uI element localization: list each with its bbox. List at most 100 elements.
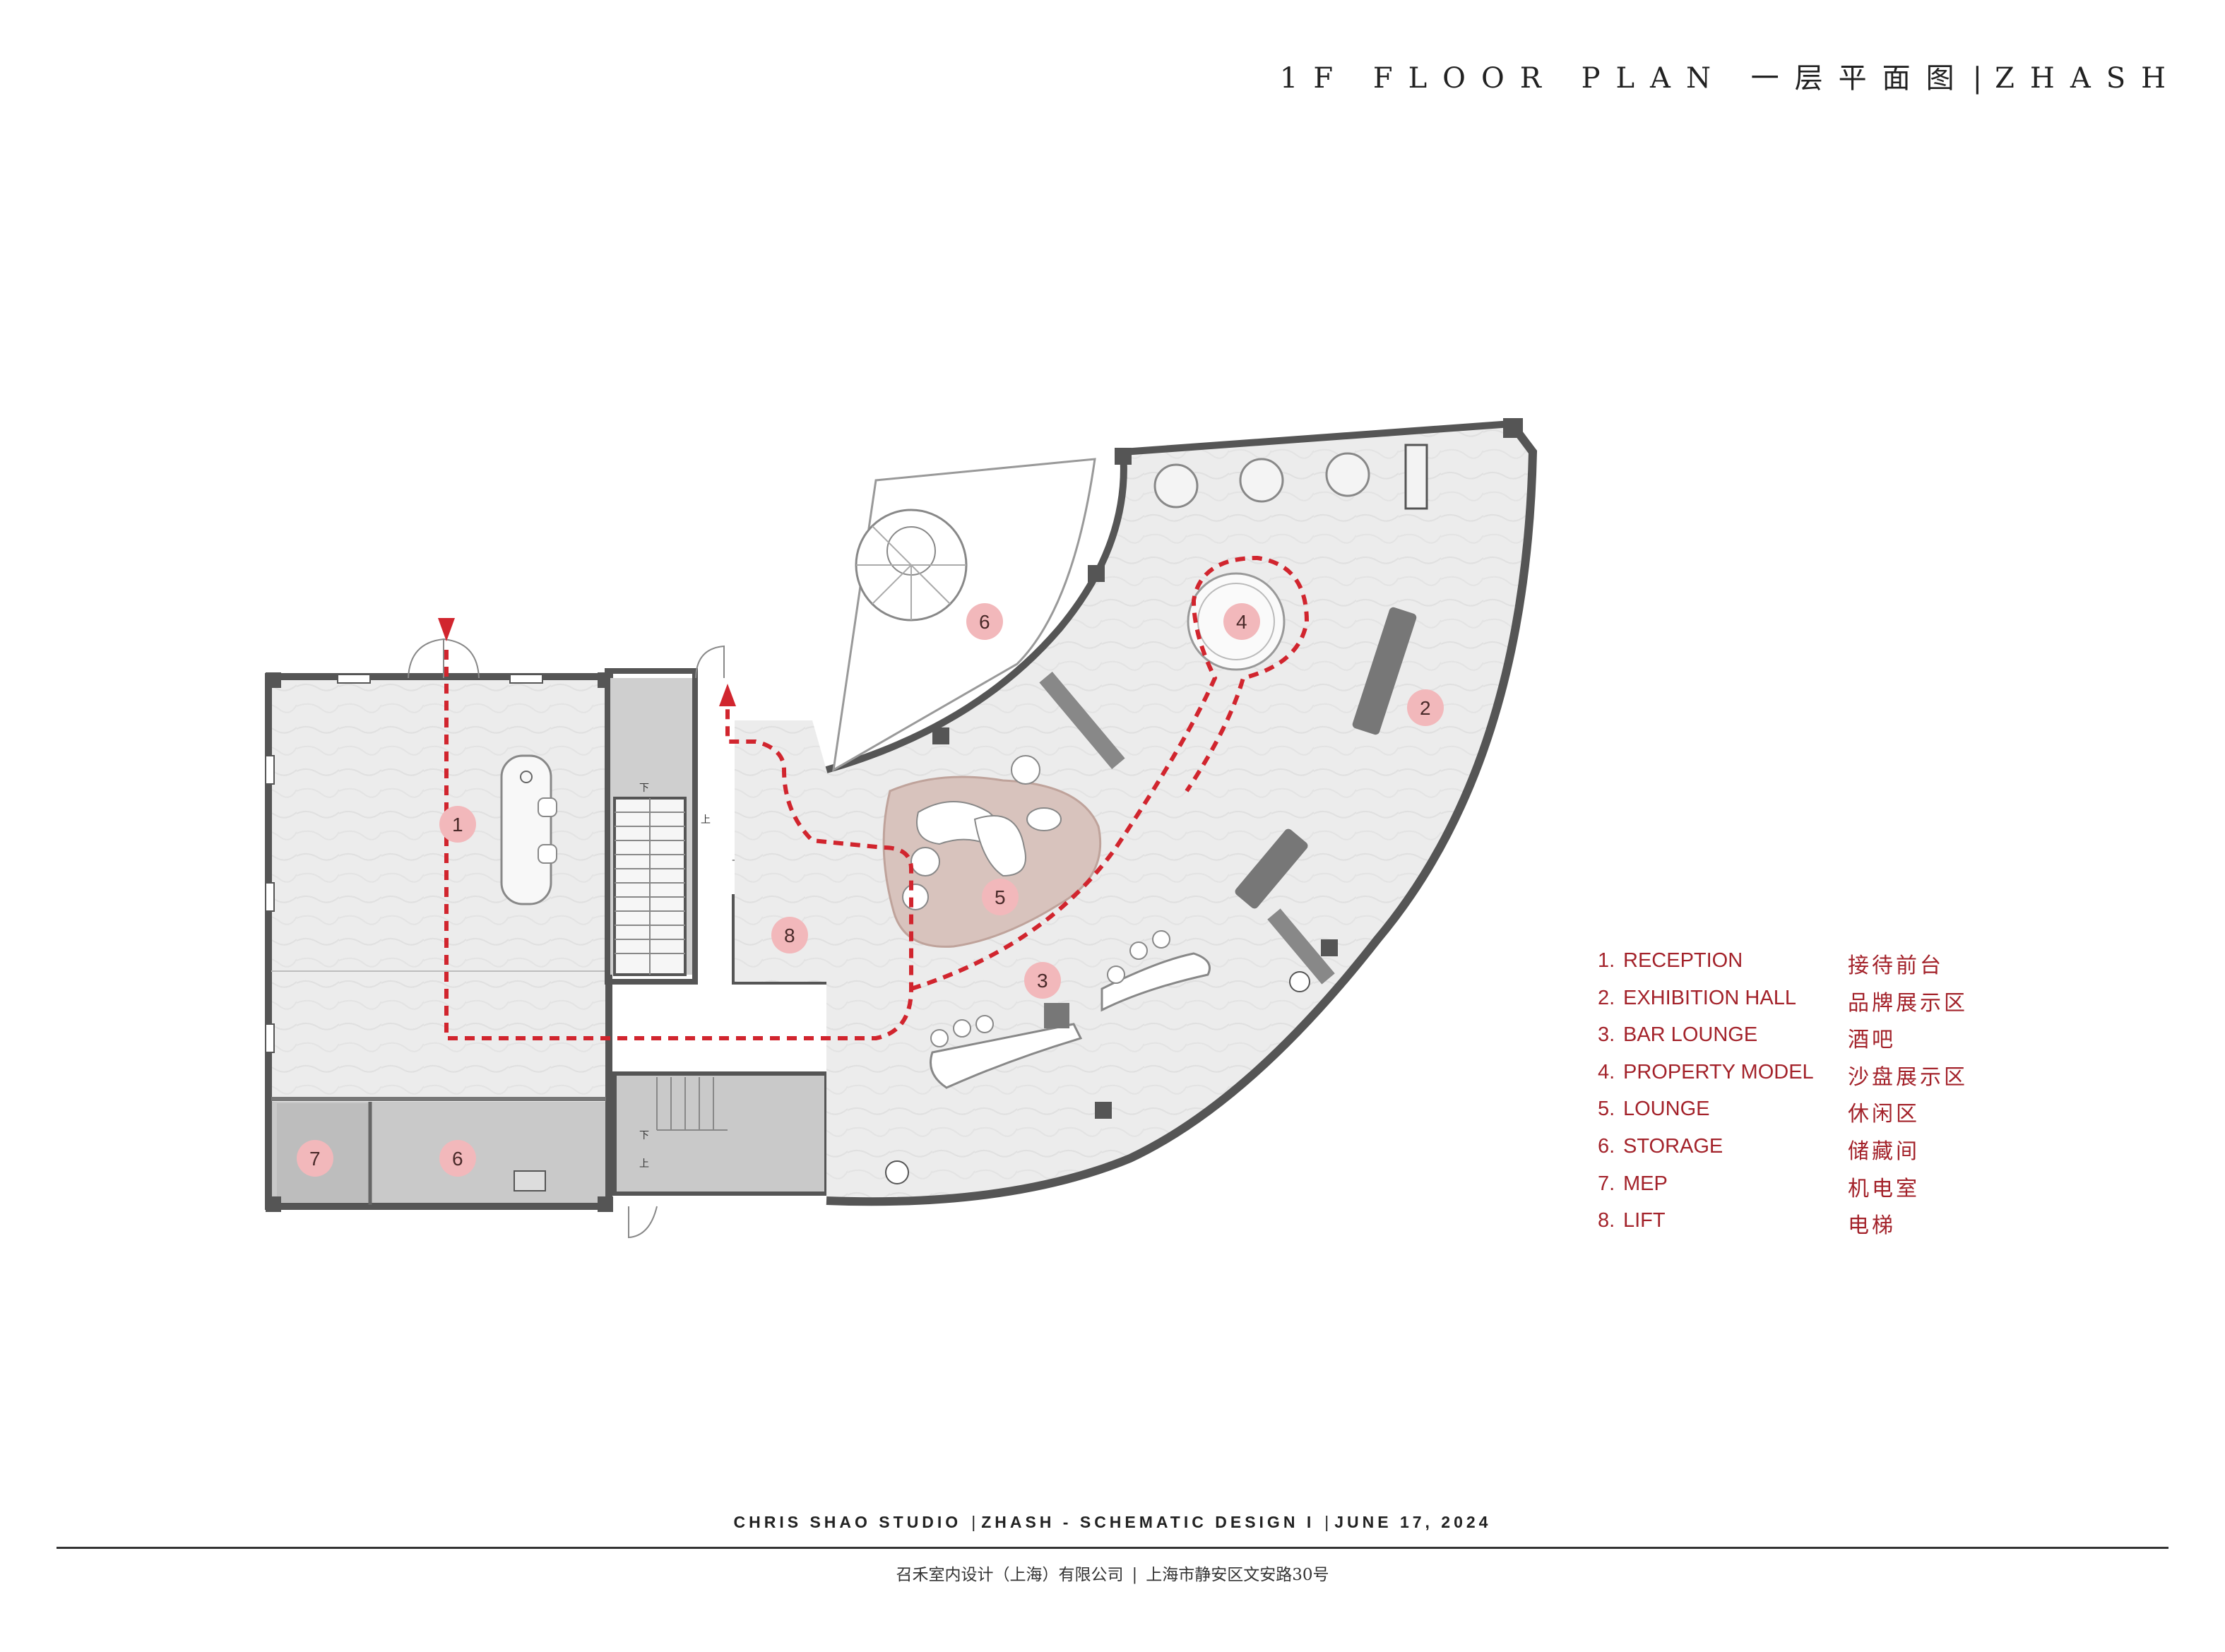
legend-en: STORAGE: [1623, 1134, 1723, 1158]
legend-en: MEP: [1623, 1172, 1668, 1195]
bar-stool: [953, 1019, 971, 1038]
plant: [1289, 971, 1310, 992]
room-marker: [1024, 962, 1061, 999]
footer-date: JUNE 17, 2024: [1334, 1513, 1492, 1531]
bar-stool: [1107, 965, 1125, 984]
legend-zh: 储藏间: [1848, 1139, 1920, 1163]
room-marker-label: 6: [979, 611, 990, 633]
footer-divider: [57, 1547, 2168, 1549]
route-line: [910, 555, 1310, 991]
legend-zh: 电梯: [1848, 1214, 1896, 1238]
legend-item: 4.PROPERTY MODEL 沙盘展示区: [1598, 1061, 1993, 1098]
room-marker: [439, 806, 476, 843]
sheet-title-zh: 一层平面图: [1750, 62, 1970, 95]
side-door: [628, 1206, 658, 1239]
legend-num: 2.: [1598, 986, 1615, 1009]
legend-zh: 休闲区: [1848, 1103, 1920, 1127]
round-table: [1325, 452, 1370, 497]
armchair: [1011, 755, 1040, 785]
window: [337, 674, 371, 684]
hall-inner-wall: [825, 451, 1127, 773]
column: [598, 1196, 613, 1212]
room-marker: [1407, 689, 1444, 726]
stair-1-treads: [615, 798, 685, 975]
room-marker: [771, 917, 808, 953]
window: [265, 882, 275, 912]
legend-zh: 接待前台: [1848, 954, 1944, 977]
footer-studio: CHRIS SHAO STUDIO: [733, 1513, 962, 1531]
room-marker-label: 7: [309, 1148, 321, 1170]
footer-title: CHRIS SHAO STUDIO|ZHASH - SCHEMATIC DESI…: [733, 1513, 1492, 1531]
legend-num: 8.: [1598, 1209, 1615, 1232]
legend-item: 8. LIFT 电梯: [1598, 1209, 1993, 1247]
coffee-table: [1026, 807, 1062, 831]
legend-item: 6. STORAGE 储藏间: [1598, 1135, 1993, 1172]
circulation-route: [438, 555, 1310, 1040]
column: [266, 1196, 281, 1212]
legend-zh: 品牌展示区: [1848, 991, 1968, 1015]
side-table: [910, 847, 940, 876]
window: [265, 1023, 275, 1053]
bar-feature: [1044, 1003, 1069, 1028]
room-marker-label: 3: [1037, 970, 1048, 992]
round-table: [1153, 463, 1199, 509]
legend-item: 7.MEP 机电室: [1598, 1172, 1993, 1210]
column: [266, 672, 281, 688]
property-model-inner: [1197, 583, 1275, 660]
partition: [1267, 908, 1335, 985]
legend-en: BAR LOUNGE: [1623, 1023, 1758, 1047]
reception-desk: [500, 754, 552, 905]
legend-en: EXHIBITION HALL: [1623, 986, 1796, 1009]
stool: [538, 844, 557, 864]
column: [1503, 418, 1523, 438]
column: [932, 727, 949, 744]
bar-stool: [1152, 930, 1170, 949]
display-wall: [1235, 828, 1308, 909]
round-table: [1239, 458, 1284, 503]
spiral-area: [832, 458, 1096, 772]
stair-down-mark: 下: [639, 1130, 649, 1141]
desk-lamp: [520, 771, 533, 783]
legend-zh: 沙盘展示区: [1848, 1065, 1968, 1089]
room-marker: [439, 1140, 476, 1177]
legend-item: 5.LOUNGE 休闲区: [1598, 1098, 1993, 1135]
legend-num: 6.: [1598, 1134, 1615, 1158]
room-marker-label: 1: [452, 814, 463, 836]
room-marker-label: 4: [1236, 611, 1247, 633]
core-wall: [605, 668, 698, 985]
bar-counter: [930, 1023, 1083, 1089]
footer-company: 召禾室内设计（上海）有限公司: [896, 1566, 1124, 1584]
core-door: [695, 645, 725, 679]
bar-stool: [930, 1029, 949, 1047]
column: [1088, 565, 1105, 582]
hall-floor: [735, 424, 1533, 1202]
legend-zh: 机电室: [1848, 1177, 1920, 1201]
display-wall: [1352, 607, 1417, 735]
entrance-door: [408, 638, 480, 679]
sheet-title-en: 1F FLOOR PLAN: [1279, 62, 1726, 95]
footer-address: 召禾室内设计（上海）有限公司|上海市静安区文安路30号: [896, 1566, 1329, 1584]
lower-stair-treads: [656, 1077, 728, 1131]
stair-up-mark: 上: [701, 814, 711, 826]
entry-arrow: [438, 618, 455, 641]
window: [509, 674, 543, 684]
room-marker-label: 5: [995, 886, 1006, 908]
main-hall: [735, 418, 1538, 1206]
legend-num: 5.: [1598, 1098, 1615, 1121]
legend-num: 4.: [1598, 1060, 1615, 1083]
room-marker: [297, 1140, 333, 1177]
sheet-project: ZHASH: [1995, 62, 2181, 95]
column: [1115, 448, 1132, 465]
column: [1321, 939, 1338, 956]
lower-stair: [612, 1071, 829, 1196]
legend-en: LIFT: [1623, 1209, 1666, 1232]
legend-num: 3.: [1598, 1023, 1615, 1047]
room-marker-label: 2: [1420, 697, 1431, 719]
legend-zh: 酒吧: [1848, 1028, 1896, 1052]
armchair: [902, 884, 929, 910]
window: [265, 755, 275, 785]
bar-stool: [975, 1015, 994, 1033]
stair-down-mark: 下: [639, 783, 649, 794]
footer-street: 上海市静安区文安路30号: [1146, 1566, 1329, 1584]
